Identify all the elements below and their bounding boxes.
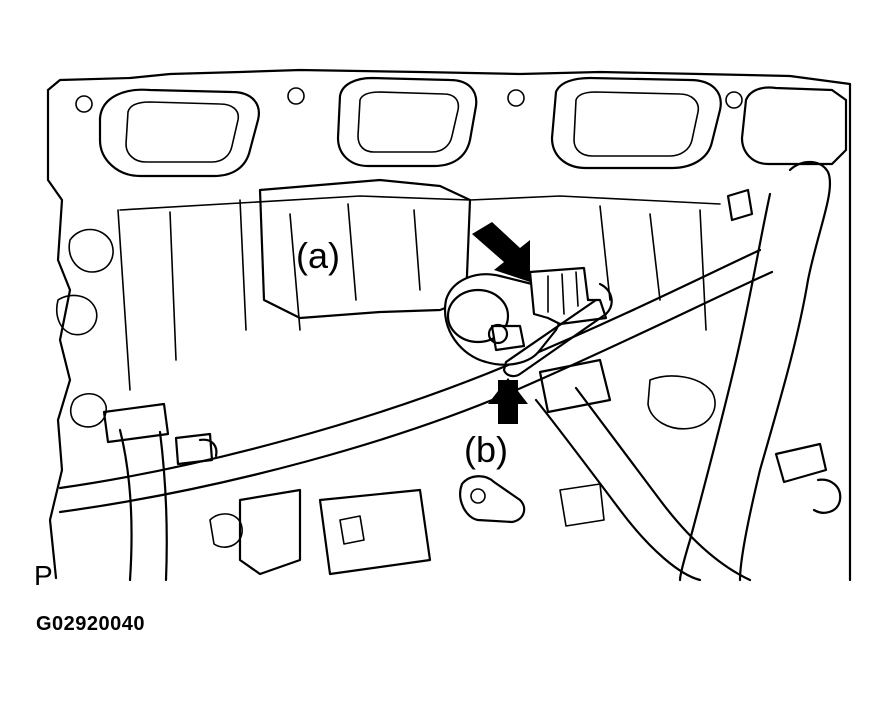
knock-sensor-face — [446, 288, 510, 344]
intake-flange-far-right — [740, 86, 848, 166]
intake-port-2 — [357, 91, 460, 153]
intake-port-1 — [125, 101, 240, 163]
view-code-label: P — [34, 560, 53, 591]
coolant-hose-left-a — [118, 428, 133, 582]
connector-latch — [547, 271, 579, 315]
flange-bolt-2 — [287, 87, 305, 105]
sensor-wire — [502, 282, 613, 378]
oil-pan-edge — [238, 488, 432, 576]
harness-clip-bolt — [726, 188, 754, 222]
engine-block-outline — [46, 68, 852, 582]
lower-bosses — [209, 375, 716, 548]
knock-sensor-connector — [528, 266, 608, 326]
sensor-hose-b — [574, 386, 752, 582]
hose-bracket — [538, 358, 612, 414]
figure-id-label: G02920040 — [36, 613, 146, 635]
knock-sensor-stud — [490, 324, 526, 352]
harness-tube-lower — [58, 270, 774, 514]
intake-port-3 — [573, 91, 700, 157]
left-bolt — [174, 432, 218, 466]
flange-bolt-1 — [75, 95, 93, 113]
coolant-hose-right-b — [678, 192, 772, 582]
intake-flange-middle — [336, 76, 478, 168]
flange-bolt-3 — [507, 89, 525, 107]
callout-label-a: (a) — [296, 235, 340, 276]
block-side-bosses — [56, 228, 114, 428]
flange-bolt-4 — [725, 91, 743, 109]
coolant-hose-left-b — [158, 430, 168, 582]
arrow-b-shaft — [498, 380, 518, 424]
hose-clamp-left — [102, 402, 170, 444]
hose-clamp-right — [774, 442, 842, 514]
lower-bolt — [459, 475, 526, 524]
lower-bolt-head — [470, 488, 486, 504]
intake-flange-right — [550, 76, 722, 170]
arrow-a — [472, 222, 530, 282]
intake-flange-upper — [98, 88, 260, 178]
coolant-hose-right-a — [738, 160, 832, 582]
knock-sensor-nut — [487, 323, 509, 345]
sensor-hose-a — [534, 398, 702, 582]
block-ribs — [117, 195, 721, 391]
callout-label-b: (b) — [464, 429, 508, 470]
harness-tube-upper — [58, 248, 762, 490]
